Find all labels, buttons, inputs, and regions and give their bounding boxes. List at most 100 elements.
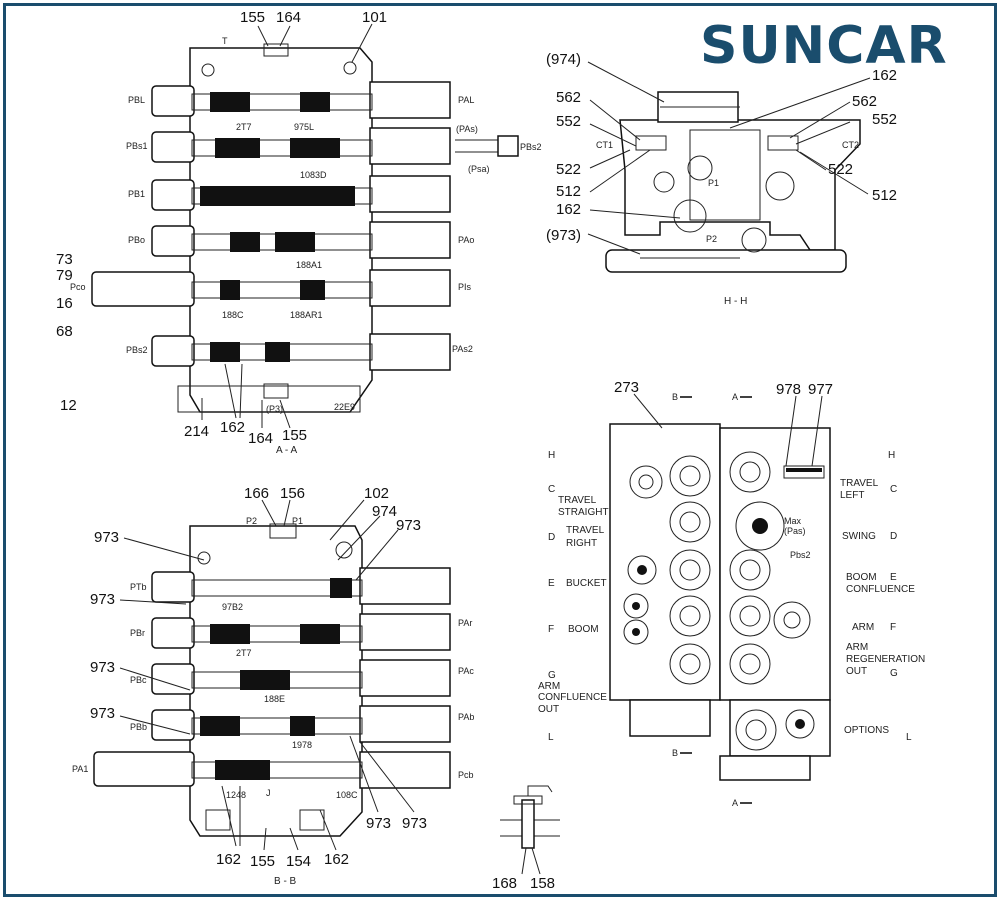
bb-callout-155: 155: [250, 853, 275, 870]
aa-port-pao: PAo: [458, 235, 474, 245]
bb-port-pbc: PBc: [130, 675, 147, 685]
aa-port-pb1: PB1: [128, 189, 145, 199]
side-view: Max (Pas) Pbs2 273 978 977 B A B A H C T…: [538, 379, 925, 808]
sv-right-e: E: [890, 572, 897, 583]
aa-inner-2t7: 2T7: [236, 122, 252, 132]
aa-port-pis: PIs: [458, 282, 472, 292]
sv-left-l: L: [548, 732, 554, 743]
sv-right-travel-left-1: TRAVEL: [840, 478, 879, 489]
aa-callout-164-bottom: 164: [248, 430, 273, 447]
aa-callout-214: 214: [184, 423, 209, 440]
hh-callout-162: 162: [556, 201, 581, 218]
sv-inner-max: Max: [784, 516, 802, 526]
section-aa: PBL PBs1 PB1 PBo Pco PBs2 PAL PBs2 PAo P…: [56, 9, 542, 456]
aa-callout-101: 101: [362, 9, 387, 26]
sv-right-travel-left-2: LEFT: [840, 490, 864, 501]
sv-left-f: F: [548, 624, 554, 635]
bb-callout-973-right-1: 973: [366, 815, 391, 832]
sv-right-d: D: [890, 531, 897, 542]
detail-callout-158: 158: [530, 875, 555, 892]
aa-port-pco: Pco: [70, 282, 86, 292]
aa-port-pbo: PBo: [128, 235, 145, 245]
bb-port-pbr: PBr: [130, 628, 145, 638]
bb-right-actuators: [359, 567, 451, 789]
bb-callout-156: 156: [280, 485, 305, 502]
bb-callout-973-top: 973: [396, 517, 421, 534]
sv-left-d: D: [548, 532, 555, 543]
hh-callout-552: 552: [556, 113, 581, 130]
bb-left-actuators: [93, 571, 195, 787]
sv-callout-978: 978: [776, 381, 801, 398]
section-bb: PTb PBr PBc PBb PA1 PAr PAc PAb Pcb P2 P…: [72, 485, 474, 887]
sv-mark-a-top: A: [732, 392, 738, 402]
aa-caption: A - A: [276, 445, 297, 456]
bb-inner-108c: 108C: [336, 790, 358, 800]
aa-left-actuators: [91, 85, 195, 367]
bb-caption: B - B: [274, 876, 297, 887]
bb-callout-973-right-2: 973: [402, 815, 427, 832]
bb-inner-1978: 1978: [292, 740, 312, 750]
bb-callout-154: 154: [286, 853, 311, 870]
aa-spools: [191, 92, 373, 362]
aa-port-pas2: PAs2: [452, 344, 473, 354]
bb-port-par: PAr: [458, 618, 472, 628]
logo-text: SUNCAR: [700, 16, 948, 76]
detail-view: 168 158: [492, 785, 560, 892]
bb-inner-1248: 1248: [226, 790, 246, 800]
hh-callout-162-right: 162: [872, 67, 897, 84]
aa-inner-p3: (P3): [266, 404, 283, 414]
hh-callout-562-right: 562: [852, 93, 877, 110]
sv-left-g: G: [548, 670, 556, 681]
sv-left-arm-confluence-1: ARM: [538, 681, 560, 692]
bb-inner-97b2: 97B2: [222, 602, 243, 612]
bb-callout-166: 166: [244, 485, 269, 502]
aa-inner-pas: (PAs): [456, 124, 478, 134]
hh-callout-562: 562: [556, 89, 581, 106]
aa-inner-188a1: 188A1: [296, 260, 322, 270]
sv-callout-977: 977: [808, 381, 833, 398]
bb-inner-2t7: 2T7: [236, 648, 252, 658]
sv-left-boom: BOOM: [568, 624, 599, 635]
hh-inner-ct1: CT1: [596, 140, 613, 150]
bb-port-pab: PAb: [458, 712, 474, 722]
bb-port-ptb: PTb: [130, 582, 147, 592]
hh-callout-552-right: 552: [872, 111, 897, 128]
aa-edge-12: 12: [60, 397, 77, 414]
bb-port-pac: PAc: [458, 666, 474, 676]
sv-mark-b-bottom: B: [672, 748, 678, 758]
bb-port-pcb: Pcb: [458, 770, 474, 780]
sv-callout-273: 273: [614, 379, 639, 396]
aa-callout-162: 162: [220, 419, 245, 436]
sv-left-c: C: [548, 484, 555, 495]
sv-right-boom-confluence-2: CONFLUENCE: [846, 584, 915, 595]
bb-callout-973-left-4: 973: [90, 705, 115, 722]
sv-right-f: F: [890, 622, 896, 633]
sv-right-arm-regen-3: OUT: [846, 666, 867, 677]
sv-right-arm-regen-1: ARM: [846, 642, 868, 653]
sv-left-arm-confluence-2: CONFLUENCE: [538, 692, 607, 703]
sv-left-travel-right-2: RIGHT: [566, 538, 597, 549]
aa-edge-16: 16: [56, 295, 73, 312]
bb-port-pa1: PA1: [72, 764, 88, 774]
sv-right-h: H: [888, 450, 895, 461]
aa-edge-79: 79: [56, 267, 73, 284]
hh-callout-512: 512: [556, 183, 581, 200]
suncar-logo: SUNCAR: [700, 16, 948, 76]
aa-edge-68: 68: [56, 323, 73, 340]
aa-callout-155: 155: [240, 9, 265, 26]
aa-inner-1083d: 1083D: [300, 170, 327, 180]
bb-inner-p1: P1: [292, 516, 303, 526]
hh-callout-512-right: 512: [872, 187, 897, 204]
sv-right-arm-regen-2: REGENERATION: [846, 654, 925, 665]
hh-inner-p1: P1: [708, 178, 719, 188]
aa-inner-t: T: [222, 36, 228, 46]
sv-left-travel-straight-2: STRAIGHT: [558, 507, 609, 518]
aa-inner-975l: 975L: [294, 122, 314, 132]
bb-callout-973-left-2: 973: [90, 591, 115, 608]
sv-left-travel-right-1: TRAVEL: [566, 525, 605, 536]
aa-port-pbl: PBL: [128, 95, 145, 105]
bb-callout-973-left-1: 973: [94, 529, 119, 546]
aa-port-pbs2-right: PBs2: [520, 142, 542, 152]
side-view-ports: [623, 451, 815, 751]
